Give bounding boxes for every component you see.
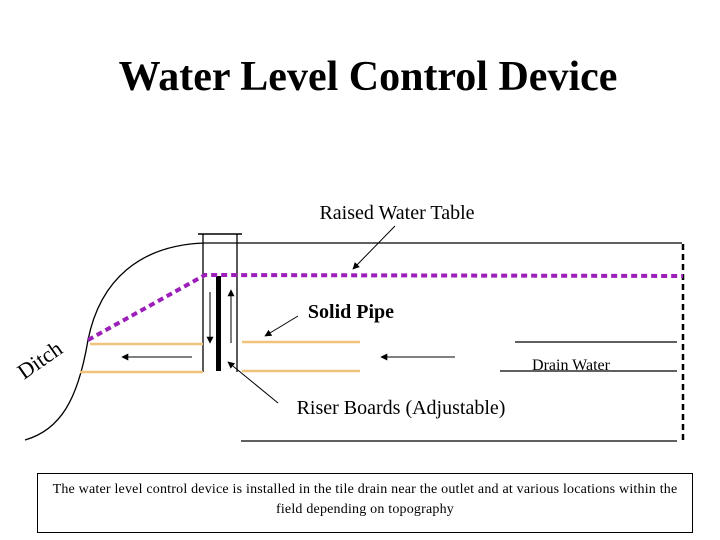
drain-water-label: Drain Water [532,357,611,374]
caption-box: The water level control device is instal… [37,473,693,533]
raised-water-table-pointer [352,225,396,270]
caption-text: The water level control device is instal… [52,482,678,517]
raised-water-table-label: Raised Water Table [319,202,474,224]
riser-boards [216,276,221,371]
diagram-title: Water Level Control Device [118,54,618,100]
riser-boards-pointer [227,361,279,404]
solid-pipe-pointer [264,315,299,337]
solid-pipe-label: Solid Pipe [308,301,394,323]
ground-surface-line [24,242,682,441]
raised-water-table-line [87,272,684,342]
riser-boards-label: Riser Boards (Adjustable) [297,397,506,419]
ditch-label: Ditch [13,336,67,385]
